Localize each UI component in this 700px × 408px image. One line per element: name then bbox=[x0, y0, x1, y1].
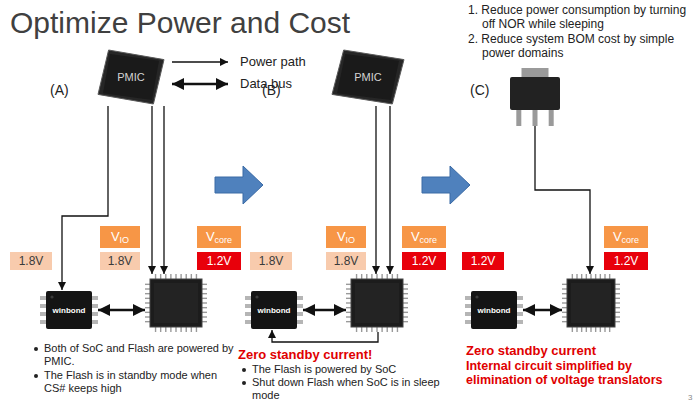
chip-marking: PMIC bbox=[117, 71, 145, 83]
bullet-note: The Flash is in standby mode when CS# ke… bbox=[30, 369, 235, 395]
flash-chip: winbond bbox=[465, 290, 523, 330]
legend-power-sample bbox=[172, 61, 228, 62]
regulator-chip-outline bbox=[508, 68, 562, 126]
voltage-label: V bbox=[206, 230, 215, 244]
slide-title: Optimize Power and Cost bbox=[10, 6, 350, 40]
highlight-note: Zero standby current bbox=[466, 343, 596, 358]
soc-chip bbox=[562, 274, 620, 332]
data-bus bbox=[523, 309, 562, 311]
soc-chip-outline bbox=[145, 274, 207, 332]
regulator-chip bbox=[508, 68, 562, 126]
goal-item: 2. Reduce system BOM cost by simple powe… bbox=[468, 32, 696, 60]
legend-label: Power path bbox=[240, 54, 306, 69]
soc-chip bbox=[145, 274, 207, 332]
voltage-label: 1.2V bbox=[207, 254, 232, 268]
voltage-box: Vcore bbox=[604, 226, 648, 248]
voltage-label: 1.8V bbox=[334, 254, 359, 268]
pmic-chip: PMIC bbox=[330, 48, 406, 106]
power-path bbox=[535, 126, 590, 274]
highlight-note: Internal circuit simplified by eliminati… bbox=[466, 359, 694, 387]
panel-label: (C) bbox=[470, 82, 489, 98]
voltage-box: 1.8V bbox=[326, 252, 366, 270]
flash-chip: winbond bbox=[245, 290, 303, 330]
chip-marking: winbond bbox=[53, 306, 86, 315]
page-number: 3 bbox=[688, 393, 692, 402]
voltage-box: 1.8V bbox=[250, 252, 292, 270]
highlight-note: Zero standby current! bbox=[238, 347, 372, 362]
voltage-label: 1.8V bbox=[19, 254, 44, 268]
voltage-label: V bbox=[337, 230, 346, 244]
power-path bbox=[163, 106, 164, 274]
voltage-box: VIO bbox=[100, 226, 140, 248]
voltage-box: 1.8V bbox=[100, 252, 140, 270]
voltage-box: VIO bbox=[326, 226, 366, 248]
voltage-label: core bbox=[420, 233, 438, 247]
voltage-box: 1.2V bbox=[604, 252, 648, 270]
chip-marking: winbond bbox=[258, 306, 291, 315]
chip-marking: winbond bbox=[478, 306, 511, 315]
voltage-label: core bbox=[622, 233, 640, 247]
voltage-box: Vcore bbox=[402, 226, 446, 248]
voltage-box: 1.2V bbox=[402, 252, 446, 270]
data-bus bbox=[303, 309, 346, 311]
bullet-note: The Flash is powered by SoC bbox=[238, 363, 453, 376]
voltage-label: V bbox=[111, 230, 120, 244]
voltage-box: 1.8V bbox=[10, 252, 52, 270]
voltage-box: Vcore bbox=[197, 226, 241, 248]
voltage-label: core bbox=[215, 233, 233, 247]
voltage-label: V bbox=[613, 230, 622, 244]
bullet-note: Shut down Flash when SoC is in sleep mod… bbox=[238, 376, 453, 402]
power-path bbox=[389, 106, 390, 274]
voltage-label: 1.2V bbox=[614, 254, 639, 268]
voltage-label: IO bbox=[346, 233, 356, 247]
pmic-chip: PMIC bbox=[96, 48, 166, 106]
legend-bus-sample bbox=[172, 83, 228, 85]
voltage-box: 1.2V bbox=[197, 252, 241, 270]
voltage-label: V bbox=[411, 230, 420, 244]
flow-arrow bbox=[215, 166, 263, 204]
voltage-label: 1.2V bbox=[412, 254, 437, 268]
voltage-box: 1.2V bbox=[462, 252, 504, 270]
chip-marking: PMIC bbox=[354, 71, 382, 83]
power-path bbox=[151, 106, 152, 274]
data-bus bbox=[98, 309, 145, 311]
goal-item: 1. Reduce power consumption by turning o… bbox=[468, 3, 696, 31]
soc-chip-outline bbox=[562, 274, 620, 332]
voltage-label: IO bbox=[120, 233, 130, 247]
voltage-label: 1.2V bbox=[471, 254, 496, 268]
flow-arrow bbox=[422, 166, 470, 204]
panel-label: (A) bbox=[50, 82, 69, 98]
flash-chip: winbond bbox=[40, 290, 98, 330]
soc-chip-outline bbox=[346, 274, 408, 332]
voltage-label: 1.8V bbox=[108, 254, 133, 268]
panel-label: (B) bbox=[262, 82, 281, 98]
power-path bbox=[375, 106, 376, 274]
soc-chip bbox=[346, 274, 408, 332]
bullet-note: Both of SoC and Flash are powered by PMI… bbox=[30, 342, 235, 368]
voltage-label: 1.8V bbox=[259, 254, 284, 268]
